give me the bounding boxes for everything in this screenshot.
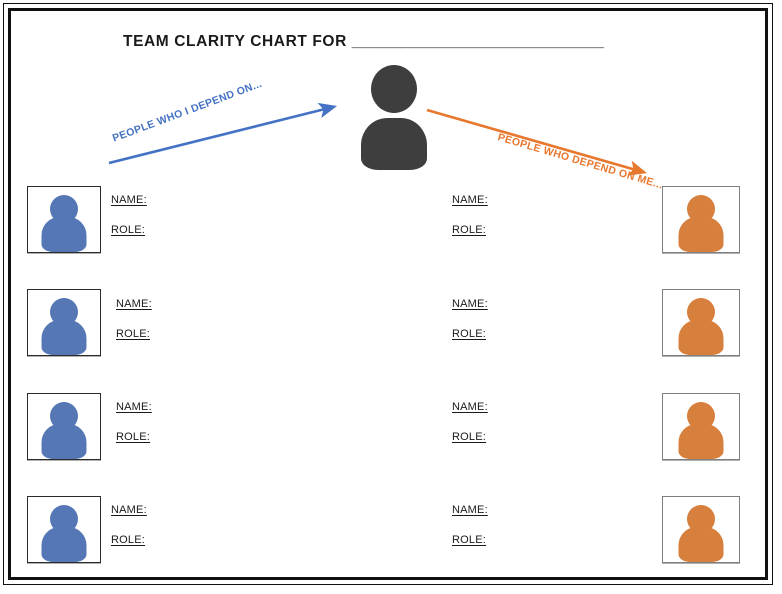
arrow-depend-on <box>108 102 338 165</box>
right-name-label-1[interactable]: NAME: <box>452 194 488 206</box>
left-role-label-2[interactable]: ROLE: <box>116 328 151 340</box>
page-border-inner <box>8 8 768 580</box>
right-role-label-4[interactable]: ROLE: <box>452 534 487 546</box>
arrow-label-depend-on: PEOPLE WHO I DEPEND ON... <box>110 77 264 145</box>
page-border-outer <box>3 3 773 585</box>
left-name-label-3[interactable]: NAME: <box>116 401 152 413</box>
left-role-label-1[interactable]: ROLE: <box>111 224 146 236</box>
right-name-label-2[interactable]: NAME: <box>452 298 488 310</box>
left-role-label-4[interactable]: ROLE: <box>111 534 146 546</box>
left-role-label-3[interactable]: ROLE: <box>116 431 151 443</box>
left-avatar-3[interactable] <box>27 393 101 460</box>
right-avatar-3[interactable] <box>662 393 740 460</box>
left-name-label-4[interactable]: NAME: <box>111 504 147 516</box>
right-avatar-4[interactable] <box>662 496 740 563</box>
worksheet-canvas: TEAM CLARITY CHART FOR _________________… <box>11 11 765 577</box>
person-body <box>361 118 427 170</box>
page-title: TEAM CLARITY CHART FOR _________________… <box>123 33 604 51</box>
right-role-label-3[interactable]: ROLE: <box>452 431 487 443</box>
right-avatar-1[interactable] <box>662 186 740 253</box>
left-avatar-1[interactable] <box>27 186 101 253</box>
left-name-label-1[interactable]: NAME: <box>111 194 147 206</box>
arrow-label-depend-on-me: PEOPLE WHO DEPEND ON ME... <box>496 131 665 192</box>
center-person-icon <box>357 63 431 170</box>
title-fill-in-blank[interactable]: _______________________________ <box>351 33 604 50</box>
page-title-text: TEAM CLARITY CHART FOR <box>123 33 347 50</box>
right-name-label-4[interactable]: NAME: <box>452 504 488 516</box>
right-avatar-2[interactable] <box>662 289 740 356</box>
left-name-label-2[interactable]: NAME: <box>116 298 152 310</box>
right-role-label-2[interactable]: ROLE: <box>452 328 487 340</box>
right-role-label-1[interactable]: ROLE: <box>452 224 487 236</box>
left-avatar-4[interactable] <box>27 496 101 563</box>
person-head <box>371 65 417 113</box>
right-name-label-3[interactable]: NAME: <box>452 401 488 413</box>
left-avatar-2[interactable] <box>27 289 101 356</box>
